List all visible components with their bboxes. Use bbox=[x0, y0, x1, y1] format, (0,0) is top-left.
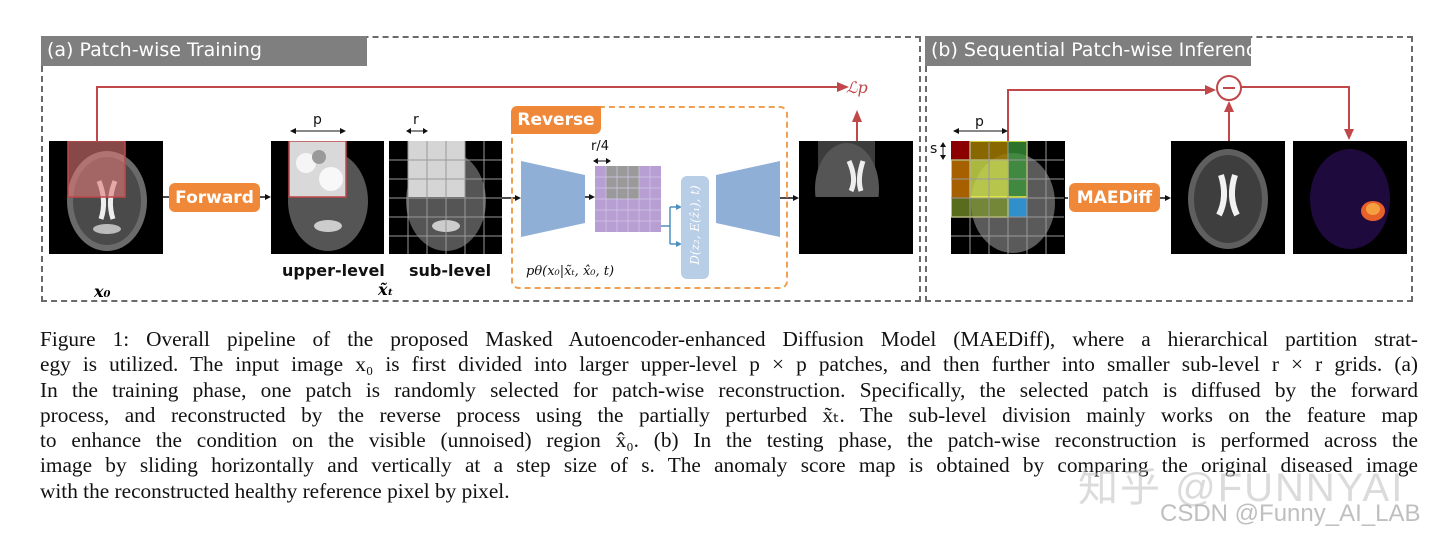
reconstructed-patch-image bbox=[799, 141, 913, 254]
caption-line: egy is utilized. The input image x₀ is f… bbox=[40, 352, 1418, 377]
anomaly-score-map bbox=[1293, 141, 1407, 254]
panel-patch-wise-training bbox=[41, 36, 921, 302]
sub-level-label: sub-level bbox=[409, 261, 492, 280]
maediff-model-block: MAEDiff bbox=[1069, 183, 1160, 212]
caption-line: In the training phase, one patch is rand… bbox=[40, 377, 1418, 402]
forward-process-block: Forward bbox=[169, 183, 260, 212]
caption-line: with the reconstructed healthy reference… bbox=[40, 478, 510, 503]
r4-label: r/4 bbox=[591, 139, 609, 154]
condition-block bbox=[681, 176, 709, 279]
decoder-trapezoid bbox=[716, 161, 780, 237]
caption-line: process, and reconstructed by the revers… bbox=[40, 402, 1418, 427]
sliding-window-image bbox=[951, 141, 1065, 254]
sub-level-image bbox=[389, 141, 502, 254]
upper-level-label: upper-level bbox=[282, 261, 385, 280]
encoder-trapezoid bbox=[521, 161, 585, 237]
sub-level-grid-graphic bbox=[389, 141, 502, 254]
s-label: s bbox=[930, 141, 938, 157]
reverse-process-label: Reverse bbox=[511, 106, 601, 134]
reverse-process-box bbox=[511, 106, 788, 289]
sliding-patches-graphic bbox=[951, 141, 1064, 254]
x0-label: x₀ bbox=[94, 282, 111, 301]
inference-connectors bbox=[940, 75, 1354, 201]
csdn-watermark: CSDN @Funny_AI_LAB bbox=[1160, 500, 1421, 527]
xt-label: x̃ₜ bbox=[378, 280, 394, 299]
reconstructed-patch-graphic bbox=[799, 141, 913, 254]
p-label: p bbox=[313, 112, 322, 128]
brain-scan-graphic bbox=[67, 141, 147, 251]
loss-label: ℒp bbox=[846, 78, 868, 97]
r-label: r bbox=[413, 112, 419, 128]
feature-map-grid bbox=[595, 166, 661, 232]
zhihu-watermark: 知乎 @FUNNYAI bbox=[1078, 466, 1405, 510]
healthy-reconstruction-image bbox=[1171, 141, 1285, 254]
caption-line: Figure 1: Overall pipeline of the propos… bbox=[40, 327, 1418, 351]
healthy-brain-graphic bbox=[1188, 149, 1268, 249]
anomaly-heatmap-graphic bbox=[1310, 149, 1390, 249]
caption-line: to enhance the condition on the visible … bbox=[40, 428, 1418, 453]
p-label-b: p bbox=[975, 114, 984, 130]
noised-brain-graphic bbox=[288, 141, 368, 251]
posterior-label: pθ(x₀|x̃ₜ, x̂₀, t) bbox=[526, 264, 615, 279]
panel-a-title: (a) Patch-wise Training bbox=[41, 36, 367, 66]
caption-line: image by sliding horizontally and vertic… bbox=[40, 453, 1418, 478]
input-image-x0 bbox=[49, 141, 163, 254]
upper-level-image bbox=[271, 141, 384, 254]
panel-b-title: (b) Sequential Patch-wise Inference bbox=[925, 36, 1268, 66]
loss-connector-line bbox=[96, 82, 862, 247]
figure-caption: Figure 1: Overall pipeline of the propos… bbox=[40, 327, 1418, 504]
